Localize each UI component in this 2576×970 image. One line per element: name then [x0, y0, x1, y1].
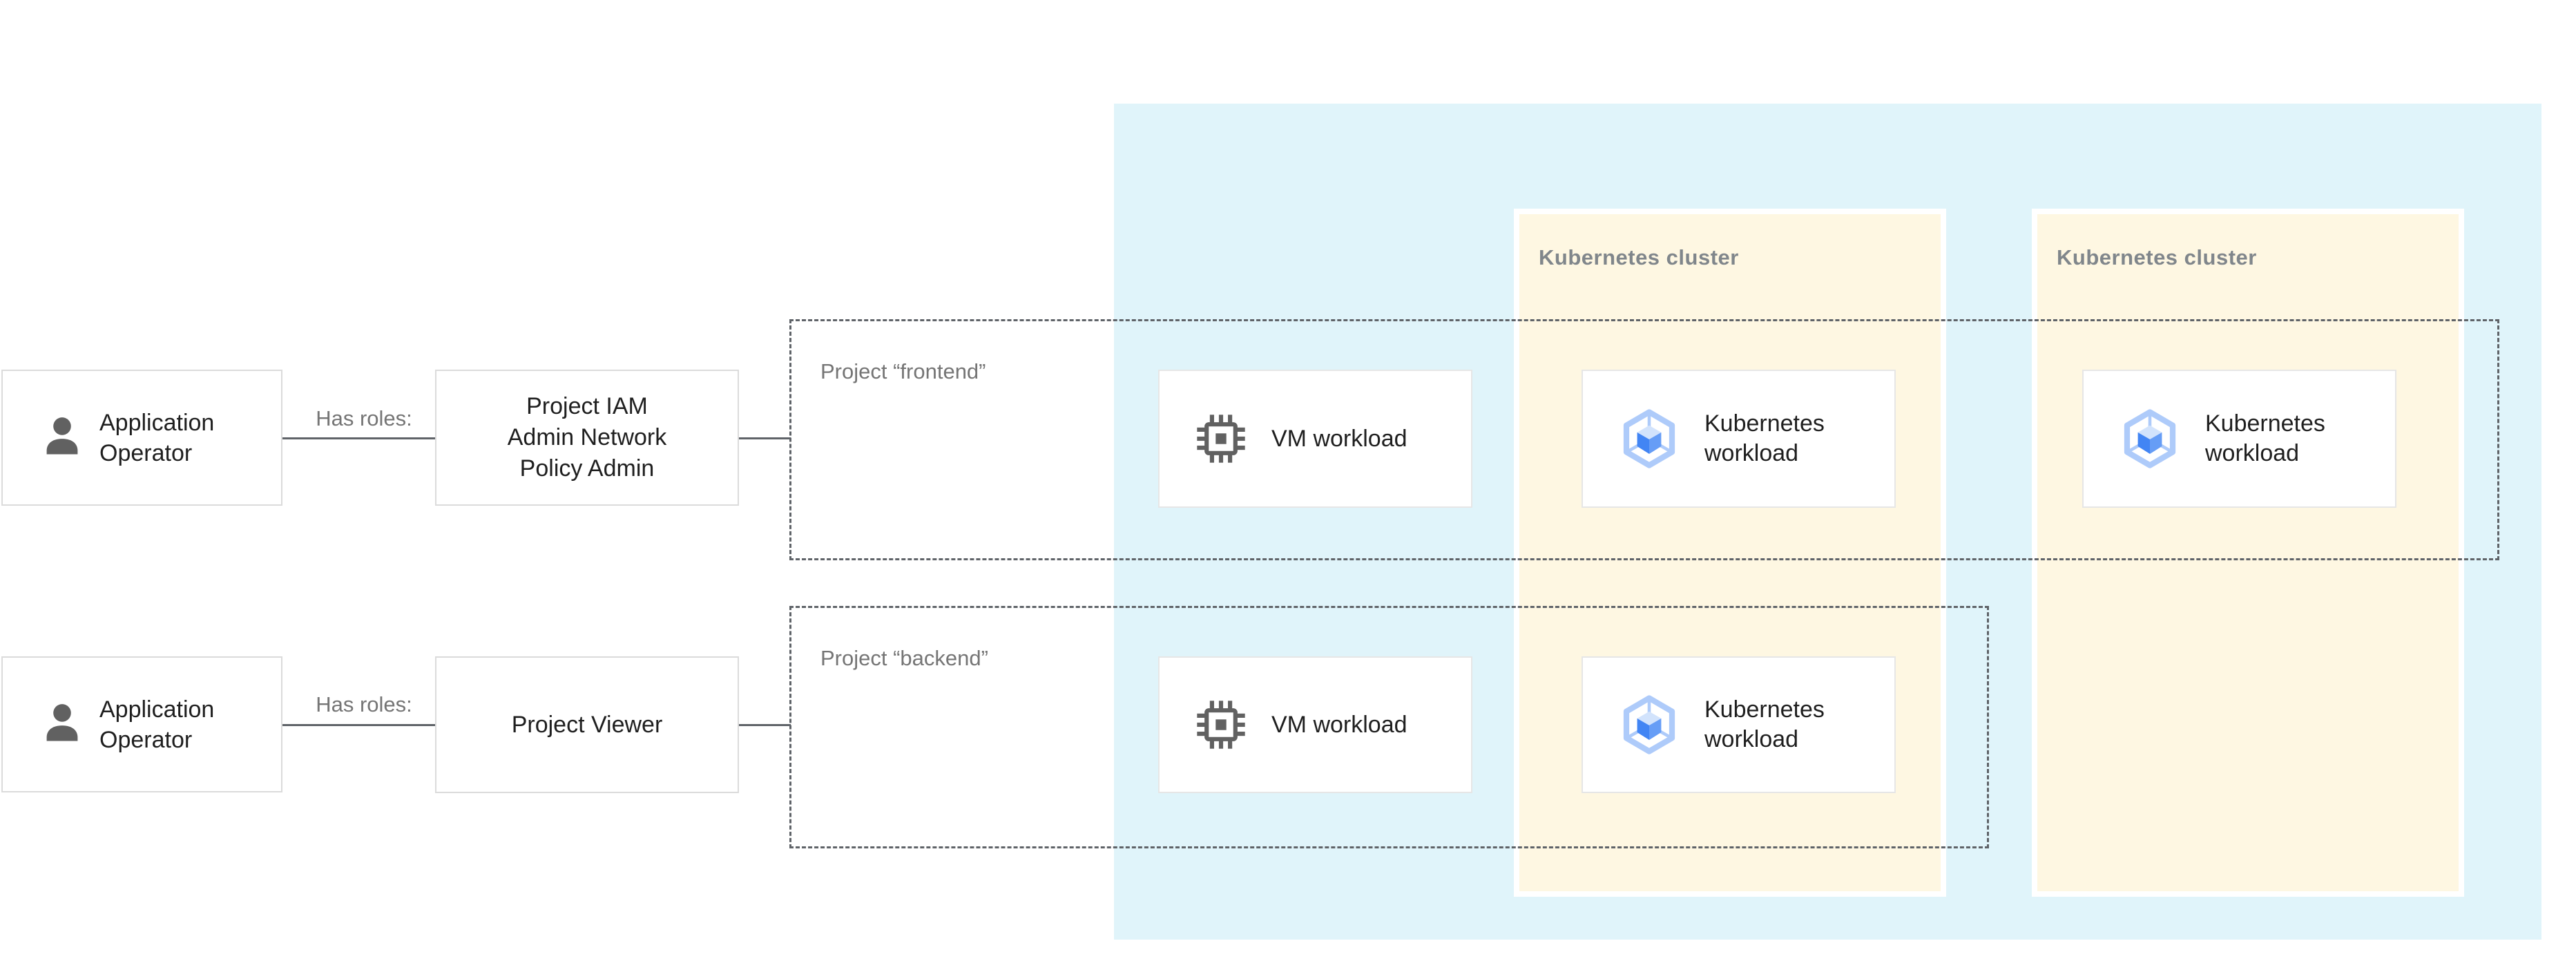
kubernetes-workload-card-frontend-cluster2: Kubernetes workload	[2082, 370, 2396, 508]
person-icon	[46, 703, 78, 741]
kubernetes-cluster-2: Kubernetes cluster	[2032, 209, 2464, 897]
kubernetes-workload-label: Kubernetes workload	[1704, 410, 1825, 466]
kubernetes-workload-label: Kubernetes workload	[2205, 410, 2325, 466]
actor-application-operator-1: Application Operator	[1, 370, 282, 506]
has-roles-label-1: Has roles:	[316, 406, 412, 430]
project-backend-boundary: Project “backend”	[789, 606, 1989, 848]
role-label: Project Viewer	[512, 710, 663, 741]
actor-application-operator-2: Application Operator	[1, 656, 282, 792]
role-project-iam-admin-network-policy-admin: Project IAM Admin Network Policy Admin	[435, 370, 739, 506]
kubernetes-workload-card-frontend-cluster1: Kubernetes workload	[1582, 370, 1896, 508]
role-line: Policy Admin	[519, 455, 655, 482]
kubernetes-workload-card-backend-cluster1: Kubernetes workload	[1582, 656, 1896, 793]
actor-label: Application Operator	[99, 696, 215, 753]
kubernetes-workload-label: Kubernetes workload	[1704, 696, 1825, 752]
vm-chip-icon	[1197, 701, 1245, 749]
role-label: Project IAM Admin Network Policy Admin	[508, 391, 667, 484]
gke-hexagon-cube-icon	[1623, 695, 1675, 754]
gke-hexagon-cube-icon	[2124, 409, 2176, 468]
role-line: Project IAM	[526, 393, 648, 419]
connector-role2-backend	[739, 724, 791, 726]
vm-workload-card-frontend: VM workload	[1158, 370, 1472, 508]
person-icon	[46, 417, 78, 454]
role-project-viewer: Project Viewer	[435, 656, 739, 793]
project-backend-label: Project “backend”	[820, 646, 988, 670]
role-line: Admin Network	[507, 424, 667, 450]
kubernetes-cluster-1-label: Kubernetes cluster	[1539, 245, 1739, 269]
gke-hexagon-cube-icon	[1623, 409, 1675, 468]
vm-workload-card-backend: VM workload	[1158, 656, 1472, 793]
has-roles-label-2: Has roles:	[316, 692, 412, 716]
kubernetes-cluster-2-label: Kubernetes cluster	[2057, 245, 2257, 269]
project-frontend-label: Project “frontend”	[820, 359, 986, 383]
connector-role1-frontend	[739, 437, 791, 439]
vm-chip-icon	[1197, 415, 1245, 463]
actor-label: Application Operator	[99, 409, 215, 466]
role-line: Project Viewer	[511, 711, 663, 738]
vm-workload-label: VM workload	[1271, 425, 1407, 452]
connector-actor2-role2	[282, 724, 435, 726]
connector-actor1-role1	[282, 437, 435, 439]
project-frontend-boundary: Project “frontend”	[789, 319, 2499, 560]
vm-workload-label: VM workload	[1271, 711, 1407, 738]
